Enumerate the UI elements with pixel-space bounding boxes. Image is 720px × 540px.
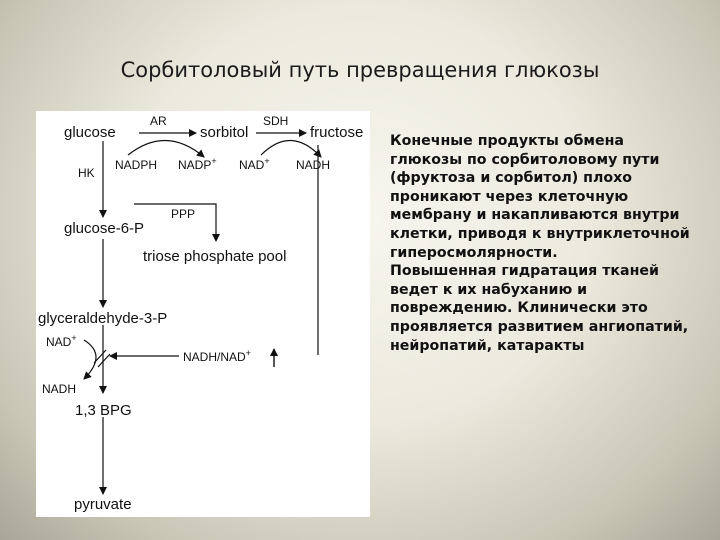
enzyme-sdh-label: SDH bbox=[263, 114, 289, 128]
arrow-nad-nadh bbox=[260, 139, 322, 158]
sorbitol-pathway-diagram: glucose AR sorbitol SDH fructose NADPH N… bbox=[36, 111, 370, 517]
enzyme-ar-label: AR bbox=[150, 114, 167, 128]
sorbitol-label: sorbitol bbox=[200, 124, 249, 141]
explanation-paragraph-2: Повышенная гидратация тканей ведет к их … bbox=[390, 263, 689, 354]
explanation-text: Конечные продукты обмена глюкозы по сорб… bbox=[390, 132, 690, 355]
explanation-paragraph-1: Конечные продукты обмена глюкозы по сорб… bbox=[390, 133, 690, 261]
arrow-nad-nadh-glycolysis bbox=[83, 339, 97, 380]
arrow-ppp-triose bbox=[134, 203, 220, 242]
g3p-label: glyceraldehyde-3-P bbox=[38, 310, 168, 327]
enzyme-hk-label: HK bbox=[78, 166, 95, 180]
nadp-plus-label: NADP+ bbox=[178, 156, 217, 172]
slide-title: Сорбитоловый путь превращения глюкозы bbox=[120, 58, 600, 82]
pathway-arrows bbox=[83, 129, 322, 495]
arrow-nadph-nadp bbox=[127, 139, 205, 158]
triose-pool-label: triose phosphate pool bbox=[143, 248, 287, 265]
bpg-label: 1,3 BPG bbox=[75, 402, 132, 419]
nad-plus-label: NAD+ bbox=[239, 156, 270, 172]
nadph-label: NADPH bbox=[115, 158, 158, 172]
glucose-label: glucose bbox=[64, 124, 116, 141]
fructose-label: fructose bbox=[310, 124, 364, 141]
ppp-label: PPP bbox=[171, 207, 196, 221]
glucose-6-p-label: glucose-6-P bbox=[64, 220, 145, 237]
inhibition-mark-1 bbox=[93, 349, 107, 364]
nad-plus-glycolysis-label: NAD+ bbox=[46, 333, 77, 349]
nadh-label: NADH bbox=[296, 158, 331, 172]
nadh-nad-label: NADH/NAD+ bbox=[183, 348, 251, 364]
pyruvate-label: pyruvate bbox=[74, 496, 132, 513]
inhibition-mark-2 bbox=[97, 353, 111, 368]
nadh-glycolysis-label: NADH bbox=[42, 382, 77, 396]
